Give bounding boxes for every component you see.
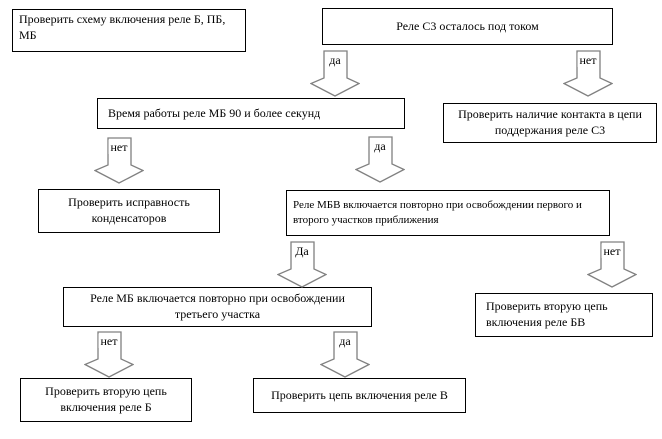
block-arrow-down-icon: [84, 331, 134, 378]
arrow-s3-yes: да: [310, 50, 360, 97]
block-arrow-down-icon: [277, 241, 327, 288]
block-arrow-down-icon: [355, 136, 405, 183]
arrow-label-no: нет: [98, 334, 120, 349]
node-check-second-circuit-b: Проверить вторую цепь включения реле Б: [20, 378, 192, 422]
block-arrow-down-icon: [320, 331, 370, 378]
arrow-label-yes: да: [337, 334, 353, 349]
block-arrow-down-icon: [563, 50, 613, 97]
node-mb-reactivates-third: Реле МБ включается повторно при освобожд…: [63, 287, 372, 327]
node-mbv-reactivates: Реле МБВ включается повторно при освобож…: [286, 190, 610, 236]
block-arrow-down-icon: [587, 241, 637, 288]
node-check-contact-s3: Проверить наличие контакта в цепи поддер…: [443, 103, 657, 143]
node-check-capacitors: Проверить исправность конденсаторов: [38, 189, 220, 233]
arrow-mb-no: нет: [84, 331, 134, 378]
arrow-label-yes: да: [372, 139, 388, 154]
block-arrow-down-icon: [94, 137, 144, 184]
arrow-label-no: нет: [108, 140, 130, 155]
node-check-scheme-b-pb-mb: Проверить схему включения реле Б, ПБ, МБ: [12, 9, 246, 52]
arrow-label-yes: Да: [293, 244, 311, 259]
arrow-mbv-yes: Да: [277, 241, 327, 288]
node-check-circuit-v: Проверить цепь включения реле В: [253, 378, 466, 413]
arrow-mb-yes: да: [320, 331, 370, 378]
block-arrow-down-icon: [310, 50, 360, 97]
arrow-mbv-no: нет: [587, 241, 637, 288]
node-check-second-circuit-bv: Проверить вторую цепь включения реле БВ: [475, 293, 653, 337]
node-relay-s3-energized: Реле С3 осталось под током: [322, 8, 613, 45]
node-mb-time-90s: Время работы реле МБ 90 и более секунд: [97, 98, 405, 129]
arrow-label-yes: да: [327, 53, 343, 68]
arrow-s3-no: нет: [563, 50, 613, 97]
arrow-label-no: нет: [577, 53, 599, 68]
arrow-time-no: нет: [94, 137, 144, 184]
arrow-label-no: нет: [601, 244, 623, 259]
arrow-time-yes: да: [355, 136, 405, 183]
